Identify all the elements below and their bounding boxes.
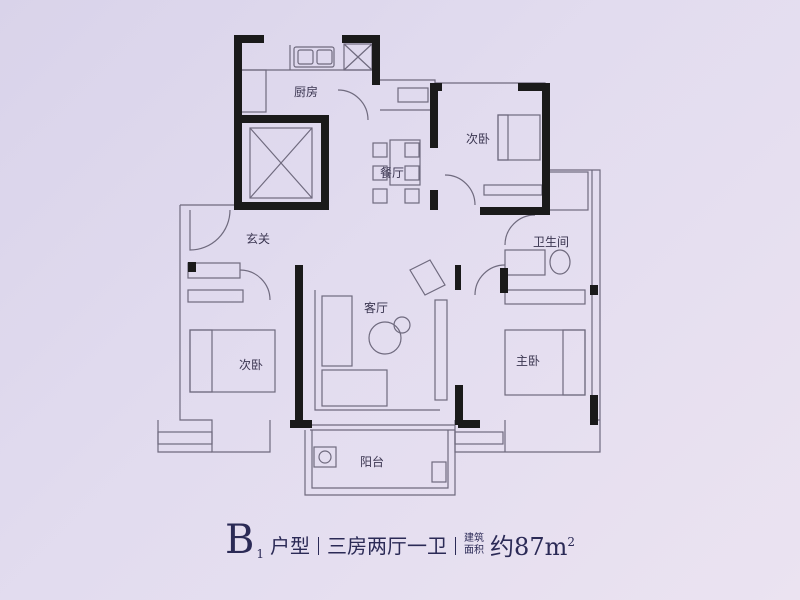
label-kitchen: 厨房: [294, 84, 318, 99]
divider: [318, 537, 320, 555]
unit-type-caption: B 1 户型 三房两厅一卫 建筑 面积 约87m2: [0, 520, 800, 560]
label-bedroom-west: 次卧: [239, 358, 263, 372]
divider: [455, 537, 457, 555]
area-unit-sup: 2: [567, 535, 575, 549]
unit-letter: B: [225, 517, 255, 563]
area-value: 约87m2: [490, 529, 575, 560]
unit-subscript: 1: [256, 547, 265, 561]
walls: [188, 35, 598, 428]
room-labels: 厨房 餐厅 次卧 玄关 卫生间 客厅 次卧 主卧 阳台: [239, 84, 569, 469]
label-living: 客厅: [364, 300, 388, 315]
label-balcony: 阳台: [360, 454, 384, 469]
label-foyer: 玄关: [246, 231, 270, 246]
label-bedroom-north: 次卧: [466, 132, 490, 146]
label-master-bedroom: 主卧: [516, 354, 540, 368]
label-dining: 餐厅: [380, 165, 404, 180]
thin-outline: [157, 43, 601, 496]
unit-layout: 三房两厅一卫: [327, 534, 448, 558]
area-value-text: 约87m: [490, 533, 568, 561]
area-label-line1: 建筑: [464, 533, 485, 544]
area-label: 建筑 面积: [464, 533, 484, 557]
unit-type-word: 户型: [270, 534, 311, 558]
area-label-line2: 面积: [464, 545, 485, 556]
label-bathroom: 卫生间: [533, 235, 569, 249]
